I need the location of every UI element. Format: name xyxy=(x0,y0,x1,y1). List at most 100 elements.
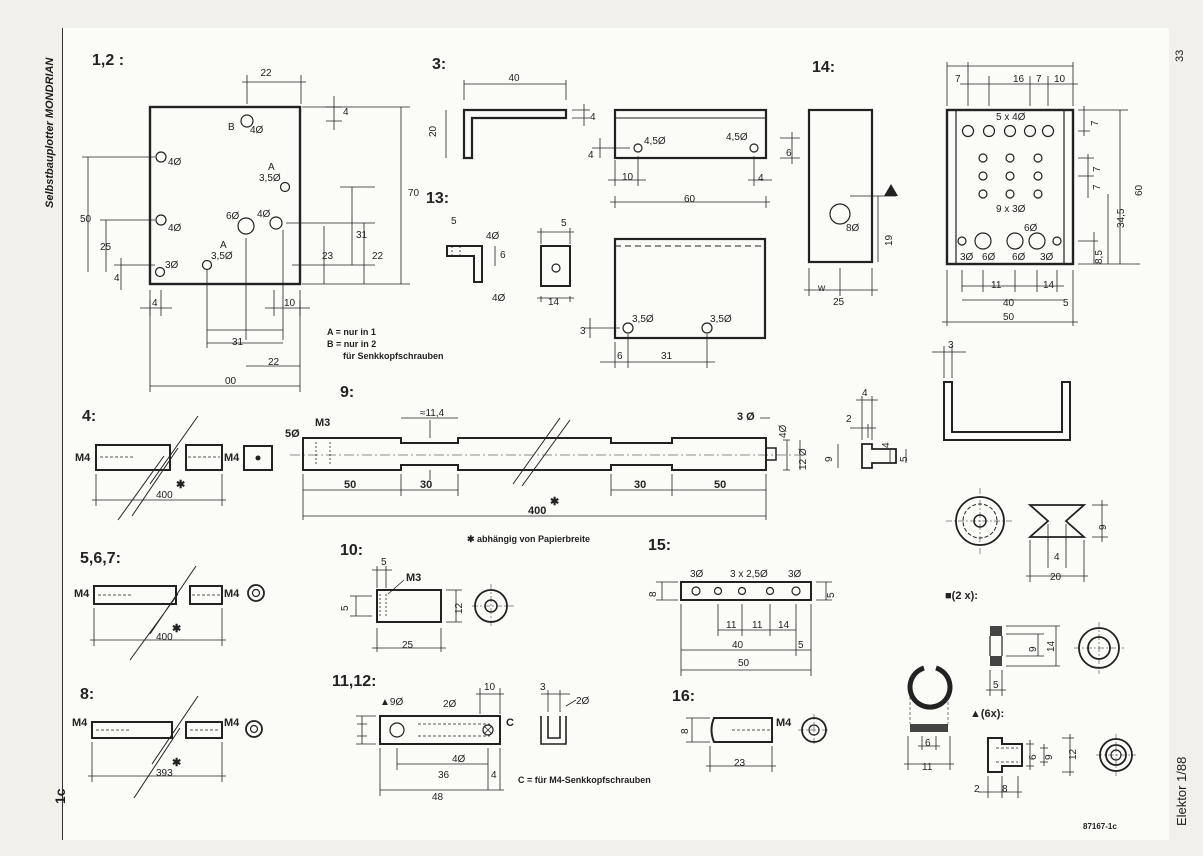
hole-6 xyxy=(237,217,255,235)
dim-22c: 22 xyxy=(268,357,280,368)
dim-9: 9 xyxy=(1028,646,1039,652)
dim-400: 400 xyxy=(156,490,173,501)
dim-5b: 5 xyxy=(798,640,804,651)
dim-hole-2b: 2Ø xyxy=(576,696,590,707)
hole-a1 xyxy=(279,181,291,193)
dim-7d: 7 xyxy=(1092,166,1103,172)
part-14: 8Ø 19 25 w xyxy=(804,62,1145,326)
dim-40: 40 xyxy=(732,640,744,651)
star-mark: ✱ xyxy=(176,479,185,491)
dim-40: 40 xyxy=(1003,298,1015,309)
dim-8: 8 xyxy=(1002,784,1008,795)
part-3-angle: 40 20 4 4 4,5Ø 4,5Ø 6 10 60 4 xyxy=(428,73,800,208)
dim-5b: 5 xyxy=(340,605,351,611)
note-a: A = nur in 1 xyxy=(327,327,376,337)
label-m4a: M4 xyxy=(75,452,91,464)
dim-50a: 50 xyxy=(344,479,356,491)
label-m3: M3 xyxy=(406,572,421,584)
dim-5: 5 xyxy=(993,680,999,691)
hole-row-top xyxy=(961,124,1055,138)
dim-w22: 22 xyxy=(260,68,272,79)
dim-hole-35b: 3,5Ø xyxy=(211,251,233,262)
hole-4-right xyxy=(269,216,283,230)
dim-4: 4 xyxy=(1054,552,1060,563)
dim-w: w xyxy=(817,283,826,294)
dim-70: 70 xyxy=(408,188,420,199)
part-9-shaft: M3 5Ø ≈11,4 3 Ø 4Ø 12 Ø 50 30 30 50 400 … xyxy=(285,408,809,520)
dim-40: 40 xyxy=(508,73,520,84)
dim-2: 2 xyxy=(974,784,980,795)
dim-5: 5 xyxy=(899,456,910,462)
dim-12: 12 xyxy=(1068,748,1079,760)
dim-hole-4b: 4Ø xyxy=(492,293,506,304)
figure-label-5-6-7: 5,6,7: xyxy=(80,550,121,567)
dim-4a: 4 xyxy=(343,107,349,118)
label-m4b: M4 xyxy=(224,452,240,464)
label-m4: M4 xyxy=(776,717,792,729)
dim-hole-3a: 3Ø xyxy=(690,569,704,580)
hole-a2 xyxy=(201,259,213,271)
dim-hole-6: 6Ø xyxy=(226,211,240,222)
part-11-12-bar: ▲9Ø 2Ø 10 C 4Ø 36 4 48 3 2Ø xyxy=(356,682,590,803)
dim-5: 5 xyxy=(451,216,457,227)
part-channel: 3 xyxy=(932,340,1071,441)
note-countersunk: für Senkkopfschrauben xyxy=(343,351,444,361)
label-m4a: M4 xyxy=(74,588,90,600)
dim-85: 8,5 xyxy=(1094,250,1105,264)
dim-hole-35a: 3,5Ø xyxy=(632,314,654,325)
hole-left-top xyxy=(155,151,167,163)
dim-50: 50 xyxy=(738,658,750,669)
dim-4a: 4 xyxy=(590,112,596,123)
dim-4: 4Ø xyxy=(778,424,789,438)
dim-8: 8 xyxy=(680,728,691,734)
dim-10: 10 xyxy=(284,298,296,309)
label-m4b: M4 xyxy=(224,588,240,600)
dim-10: 10 xyxy=(484,682,496,693)
dim-12: 12 Ø xyxy=(798,448,809,470)
dim-345: 34,5 xyxy=(1116,208,1127,228)
figure-label-14: 14: xyxy=(812,59,836,76)
note-two-x: ■(2 x): xyxy=(945,590,978,602)
figure-label-3: 3: xyxy=(432,56,447,73)
dim-23: 23 xyxy=(322,251,334,262)
dim-3: 3 xyxy=(540,682,546,693)
note-six-x: ▲(6x): xyxy=(970,708,1005,720)
star-mark: ✱ xyxy=(172,623,181,635)
dim-20: 20 xyxy=(428,125,439,137)
dim-60: 60 xyxy=(684,194,696,205)
part-4-rod: M4 M4 400 ✱ xyxy=(75,415,273,521)
dim-14: 14 xyxy=(1043,280,1055,291)
dim-holes-3x25: 3 x 2,5Ø xyxy=(730,569,768,580)
figure-label-1-2: 1,2 : xyxy=(92,52,125,69)
drawing-id: 87167-1c xyxy=(1083,822,1117,831)
part-3-side xyxy=(613,108,768,160)
part-9-pin: 4 2 9 4 5 xyxy=(824,388,910,469)
figure-label-10: 10: xyxy=(340,542,364,559)
dim-9: 9 xyxy=(1098,524,1109,530)
dim-4c: 4 xyxy=(758,173,764,184)
dim-50: 50 xyxy=(1003,312,1015,323)
part-square-spacer: 9 14 5 xyxy=(986,622,1124,696)
dim-7a: 7 xyxy=(955,74,961,85)
figure-label-4: 4: xyxy=(82,408,97,425)
hole-3 xyxy=(154,266,166,278)
dim-14: 14 xyxy=(548,297,560,308)
dim-11: 11 xyxy=(922,762,933,773)
dim-holes-5x4: 5 x 4Ø xyxy=(996,112,1026,123)
hole-grid xyxy=(978,153,1043,199)
dim-6: 6 xyxy=(500,250,506,261)
dim-7c: 7 xyxy=(1090,120,1101,126)
dim-5a: 5 xyxy=(826,592,837,598)
part-circlip: 6 11 xyxy=(904,665,954,773)
dim-8: 8 xyxy=(648,591,659,597)
label-m4b: M4 xyxy=(224,717,240,729)
dim-4c: 4 xyxy=(152,298,158,309)
note-paper-width: ✱ abhängig von Papierbreite xyxy=(467,534,591,544)
dim-4: 4 xyxy=(491,770,497,781)
dim-16: 16 xyxy=(1013,74,1025,85)
dim-4b: 4 xyxy=(588,150,594,161)
dim-30a: 30 xyxy=(420,479,432,491)
label-a2: A xyxy=(220,240,227,251)
dim-6: 6 xyxy=(925,738,931,749)
